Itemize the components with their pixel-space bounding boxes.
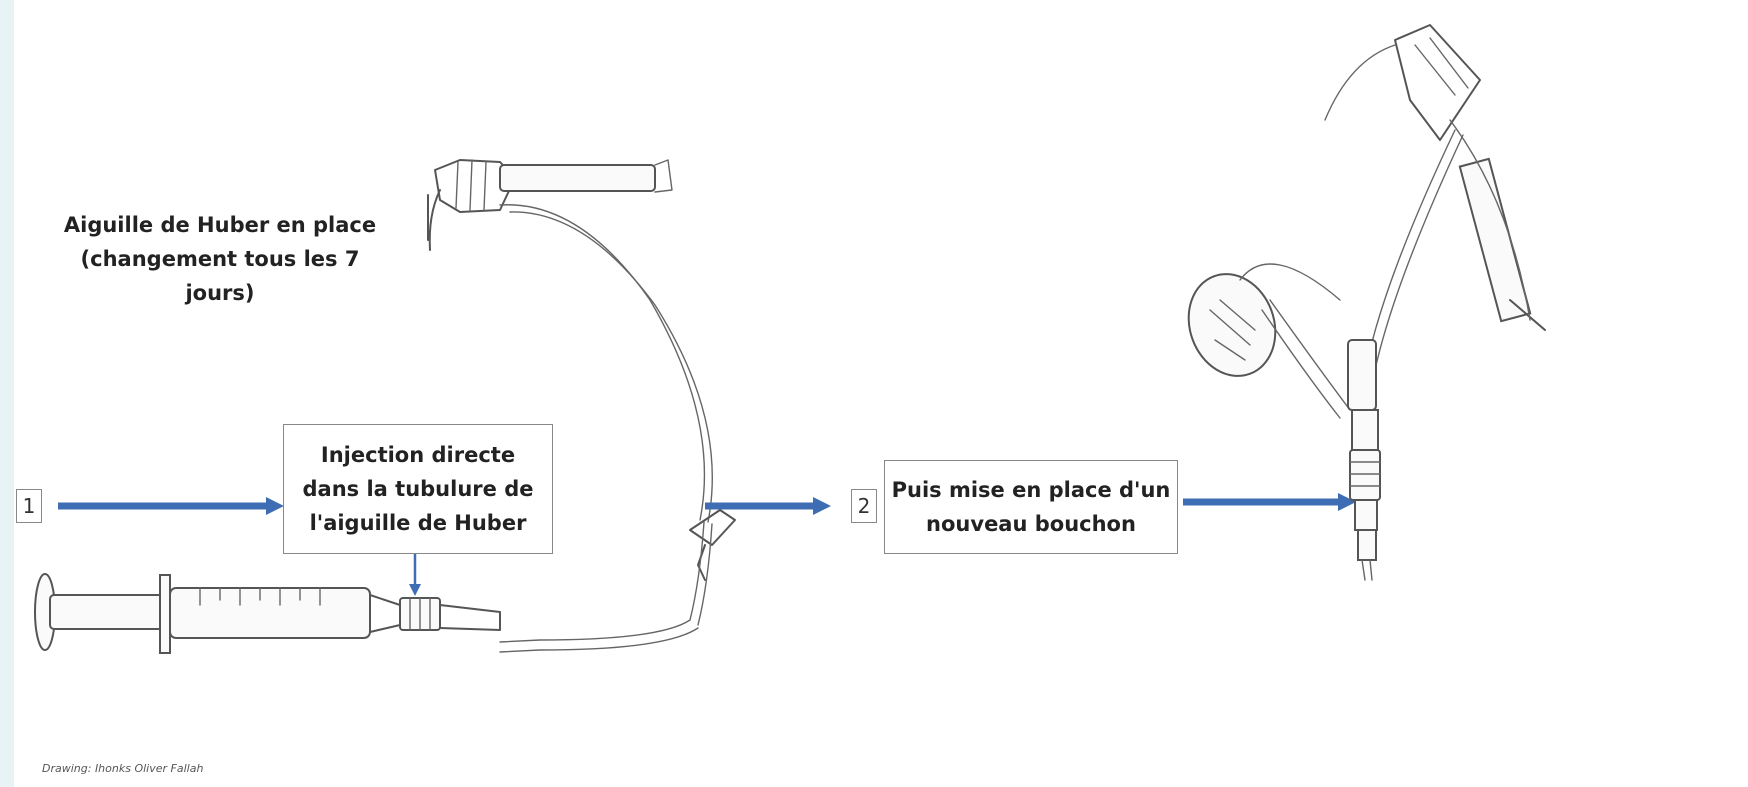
huber-label-line2: (changement tous les 7 jours) [80,247,360,305]
arrow-step-1 [58,497,284,515]
step-2-number: 2 [851,489,877,523]
left-edge-tint [0,0,14,787]
step-1-box-line3: l'aiguille de Huber [309,511,527,535]
drawing-credit: Drawing: Ihonks Oliver Fallah [42,762,204,775]
step-1-box-line2: dans la tubulure de [302,477,534,501]
step-1-box-line1: Injection directe [320,443,516,467]
step-1-box: Injection directe dans la tubulure de l'… [283,424,553,554]
tubing-bottom [499,619,699,653]
huber-needle-top-illustration [427,159,736,626]
huber-label-line1: Aiguille de Huber en place [63,213,377,237]
arrow-middle [705,497,831,515]
step-2-box: Puis mise en place d'un nouveau bouchon [884,460,1178,554]
step-2-box-line2: nouveau bouchon [926,512,1136,536]
step-2-box-line1: Puis mise en place d'un [891,478,1171,502]
step-1-number: 1 [16,489,42,523]
syringe-illustration [34,573,501,654]
huber-label: Aiguille de Huber en place (changement t… [55,208,385,310]
huber-needle-right-illustration [1187,24,1546,581]
arrow-step-2 [1183,493,1356,511]
injection-pointer-head [409,584,421,596]
